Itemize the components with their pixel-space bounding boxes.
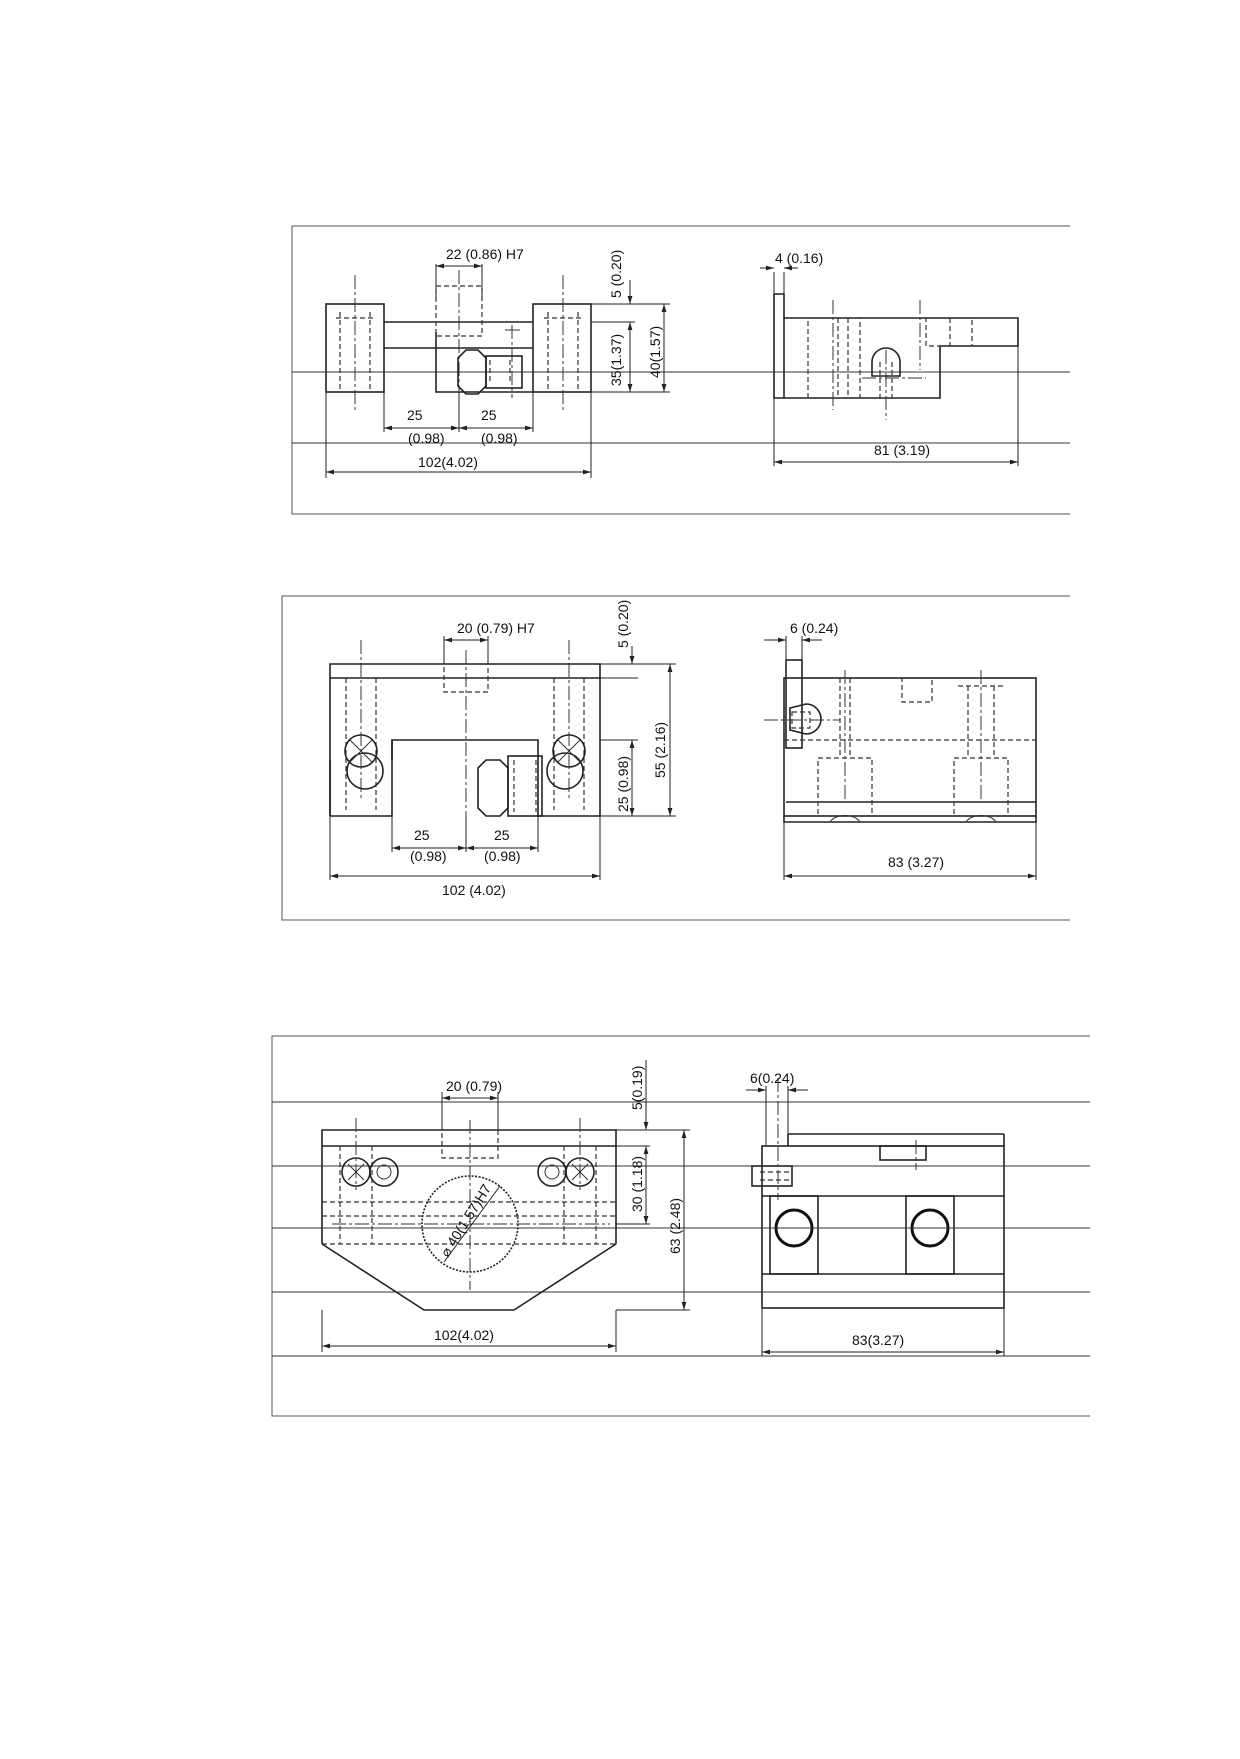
dim-flange: 6 (0.24) <box>790 620 838 636</box>
dim-height-center: 35(1.37) <box>608 334 624 386</box>
dim-height-total: 40(1.57) <box>647 326 663 378</box>
dim-offset-right: 25 <box>494 827 510 843</box>
dim-offset-left-in: (0.98) <box>408 430 445 446</box>
side-view-2 <box>764 659 1037 823</box>
dimensions-1: 22 (0.86) H7 25 25 (0.98) (0.98) 102(4.0… <box>325 246 1019 478</box>
dim-offset-left-in: (0.98) <box>410 848 447 864</box>
dim-top-offset: 5 (0.20) <box>608 250 624 298</box>
dim-offset-right: 25 <box>481 407 497 423</box>
dim-width-top: 20 (0.79) H7 <box>457 620 535 636</box>
dim-width-top: 22 (0.86) H7 <box>446 246 524 262</box>
side-view-3 <box>740 1078 1020 1309</box>
dim-side-length: 83 (3.27) <box>888 854 944 870</box>
drawing-3: 20 (0.79) ⌀ 40(1.57)H7 102(4.02) 5(0.19)… <box>271 1035 1090 1417</box>
dim-top-offset: 5 (0.20) <box>615 600 631 648</box>
drawing-1: 22 (0.86) H7 25 25 (0.98) (0.98) 102(4.0… <box>291 225 1070 515</box>
dim-overall-width: 102(4.02) <box>418 454 478 470</box>
dim-side-length: 83(3.27) <box>852 1332 904 1348</box>
dim-overall-width: 102 (4.02) <box>442 882 506 898</box>
dim-diameter: ⌀ 40(1.57)H7 <box>437 1181 494 1260</box>
dimensions-3: 20 (0.79) ⌀ 40(1.57)H7 102(4.02) 5(0.19)… <box>321 1060 1005 1356</box>
drawing-3-frame <box>271 1035 1090 1417</box>
dim-offset-right-in: (0.98) <box>481 430 518 446</box>
drawing-2: 20 (0.79) H7 25 25 (0.98) (0.98) 102 (4.… <box>281 595 1070 921</box>
dim-height-total: 63 (2.48) <box>667 1198 683 1254</box>
dim-width-top: 20 (0.79) <box>446 1078 502 1094</box>
dim-flange: 6(0.24) <box>750 1070 794 1086</box>
side-view-1 <box>773 293 1019 420</box>
dim-top-offset: 5(0.19) <box>629 1066 645 1110</box>
dimensions-2: 20 (0.79) H7 25 25 (0.98) (0.98) 102 (4.… <box>329 600 1037 898</box>
dim-side-length: 81 (3.19) <box>874 442 930 458</box>
dim-flange: 4 (0.16) <box>775 250 823 266</box>
dim-height-center: 30 (1.18) <box>629 1156 645 1212</box>
drawing-1-frame <box>291 225 1070 515</box>
dim-offset-right-in: (0.98) <box>484 848 521 864</box>
front-view-1 <box>325 270 592 410</box>
dim-overall-width: 102(4.02) <box>434 1327 494 1343</box>
dim-height-total: 55 (2.16) <box>652 722 668 778</box>
dim-offset-left: 25 <box>407 407 423 423</box>
dim-offset-left: 25 <box>414 827 430 843</box>
dim-height-center: 25 (0.98) <box>615 756 631 812</box>
front-view-2 <box>329 640 601 830</box>
drawing-2-frame <box>281 595 1070 921</box>
front-view-3 <box>321 1118 617 1311</box>
